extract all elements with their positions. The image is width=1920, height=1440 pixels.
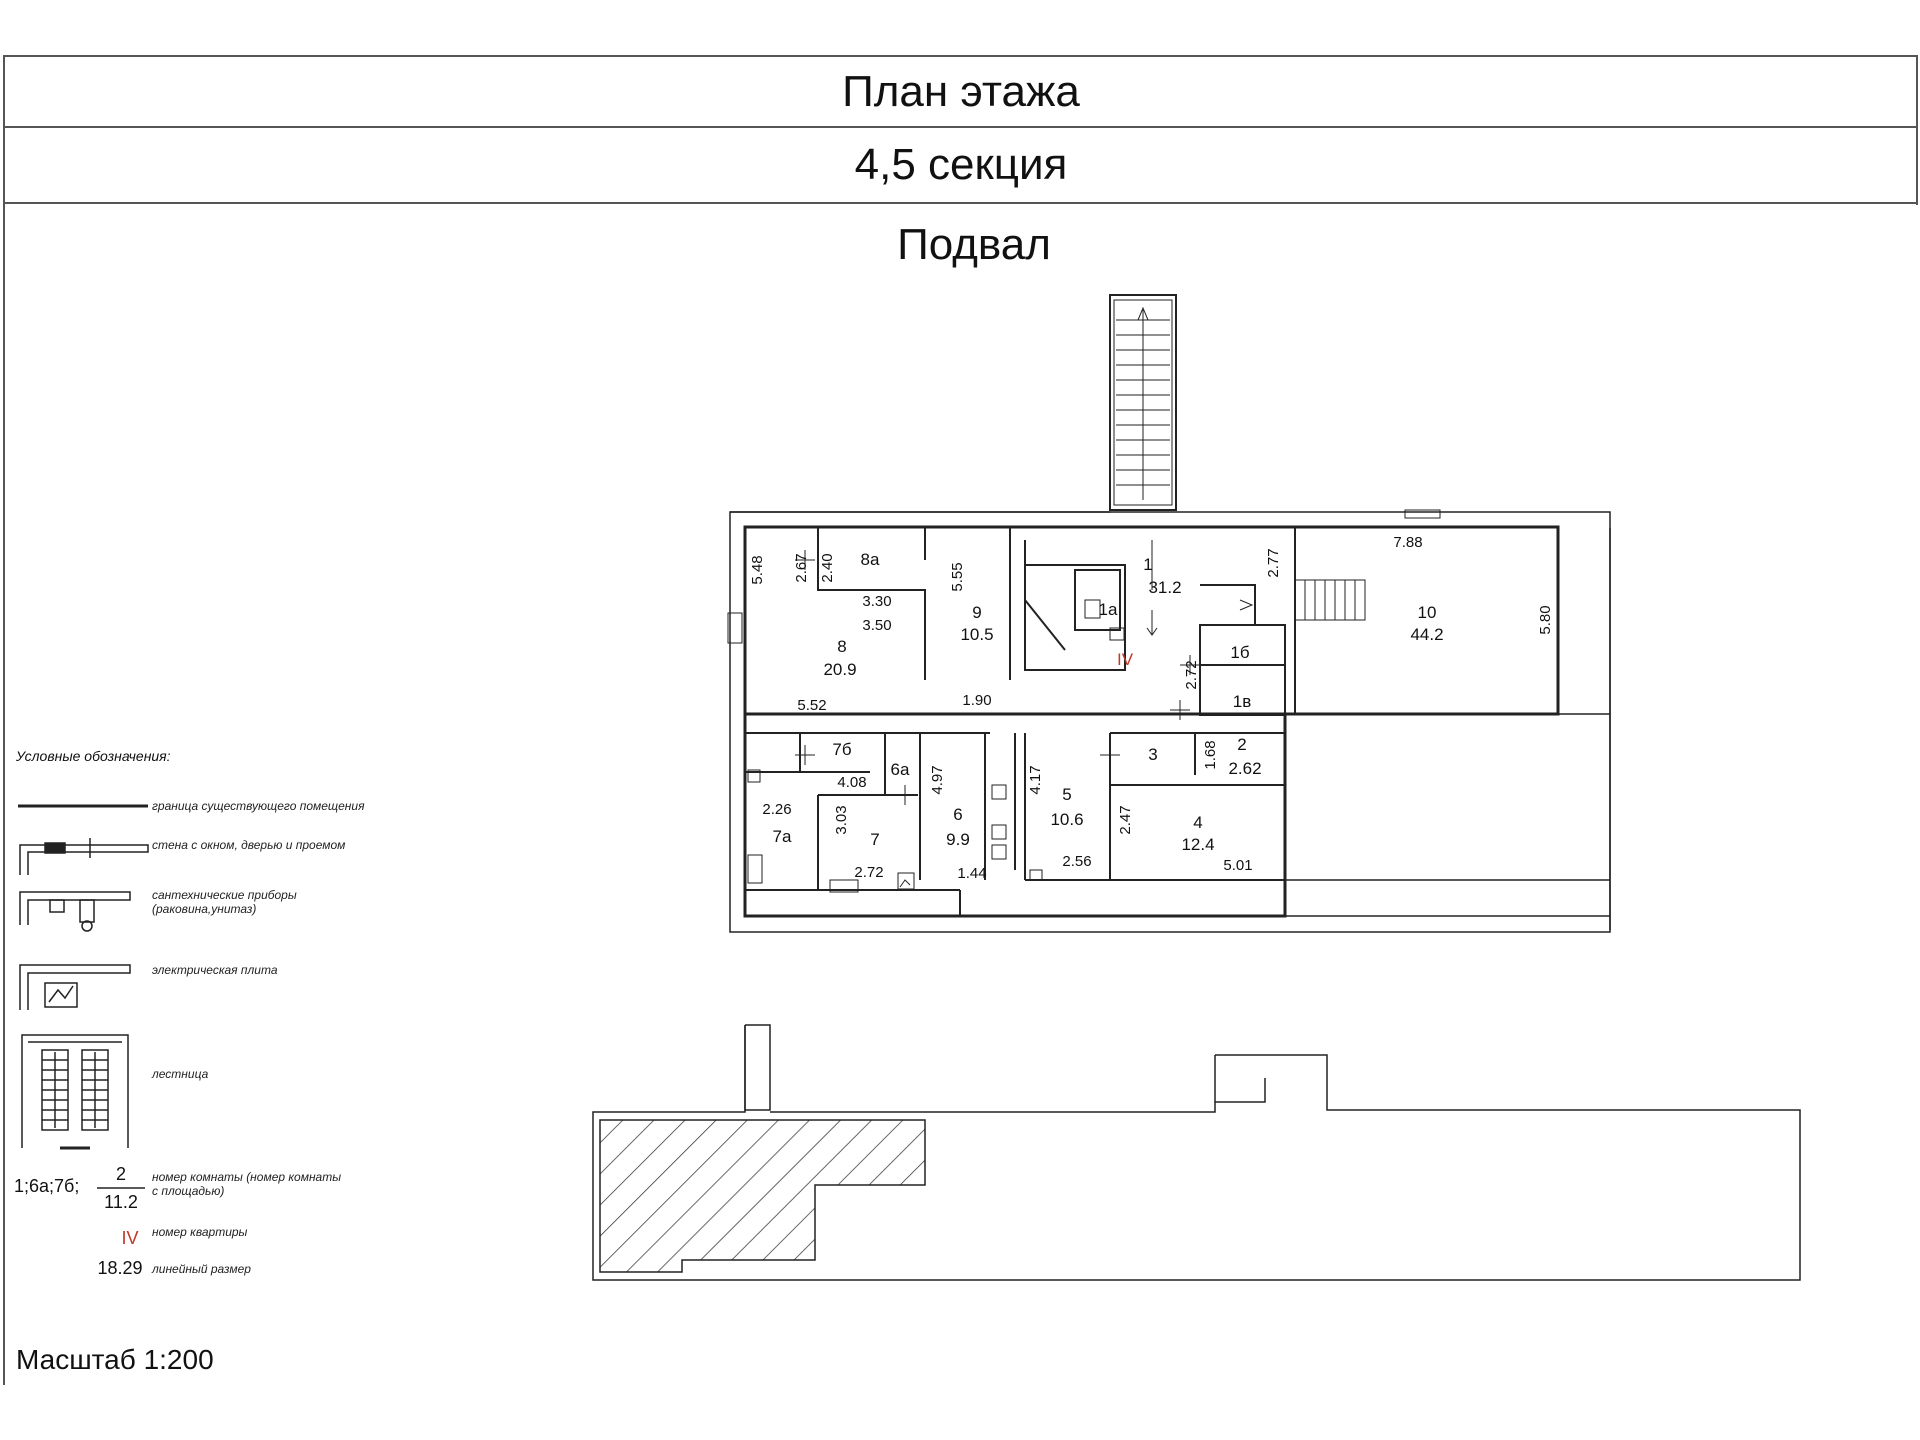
legend-wall-symbol (19, 844, 149, 875)
room-label: 8 (837, 637, 846, 656)
legend-dim-text: линейный размер (152, 1262, 251, 1276)
room-label: 10 (1418, 603, 1437, 622)
room-label: 7а (773, 827, 792, 846)
legend-room-sample-ids: 1;6а;7б; (14, 1176, 79, 1196)
legend-room-sample-num: 2 (116, 1164, 126, 1184)
dimension: 5.80 (1537, 605, 1554, 634)
legend-stove-text: электрическая плита (152, 963, 278, 977)
room-area: 31.2 (1148, 578, 1181, 597)
room-label: 1б (1230, 643, 1249, 662)
legend-apartment-sample: IV (121, 1228, 138, 1248)
hatched-area (599, 1119, 926, 1273)
apartment-number: IV (1117, 650, 1134, 669)
legend-room-sample-area: 11.2 (104, 1192, 138, 1212)
dimension: 4.97 (929, 765, 946, 794)
dimension: 1.68 (1202, 740, 1219, 769)
legend-line-text: граница существующего помещения (152, 799, 365, 813)
dimension: 1.44 (957, 865, 986, 882)
section-title: 4,5 секция (4, 126, 1918, 204)
legend-room-text: номер комнаты (номер комнаты с площадью) (152, 1170, 342, 1198)
dimension: 2.77 (1265, 548, 1282, 577)
room-label: 3 (1148, 745, 1157, 764)
legend-stairs-symbol (21, 1034, 129, 1150)
room-label: 7 (870, 830, 879, 849)
dimension: 5.48 (749, 555, 766, 584)
room-area: 12.4 (1181, 835, 1214, 854)
dimension: 2.67 (793, 553, 810, 582)
dimension: 2.72 (854, 864, 883, 881)
room-label: 6а (891, 760, 910, 779)
legend-dim-sample: 18.29 (97, 1258, 142, 1278)
frame-left (3, 55, 5, 1385)
dimension: 2.26 (762, 801, 791, 818)
plan-title: План этажа (4, 55, 1918, 127)
dimension: 4.17 (1027, 765, 1044, 794)
dimension: 3.30 (862, 593, 891, 610)
dimension: 2.72 (1183, 660, 1200, 689)
legend-plumbing-symbol (19, 891, 131, 925)
dimension: 2.47 (1117, 805, 1134, 834)
room-area: 44.2 (1410, 625, 1443, 644)
stair-shaft (1109, 294, 1177, 511)
dimension: 1.90 (962, 692, 991, 709)
room-area: 2.62 (1228, 759, 1261, 778)
dimension: 2.40 (819, 553, 836, 582)
scale-label: Масштаб 1:200 (16, 1344, 214, 1375)
legend-apartment-text: номер квартиры (152, 1225, 248, 1239)
room-label: 5 (1062, 785, 1071, 804)
room-area: 10.5 (960, 625, 993, 644)
legend-wall-text: стена с окном, дверью и проемом (152, 838, 346, 852)
legend-stove-symbol (19, 964, 131, 1010)
dimension: 7.88 (1393, 534, 1422, 551)
room-label: 9 (972, 603, 981, 622)
dimension: 3.50 (862, 617, 891, 634)
room-label: 1в (1233, 692, 1252, 711)
dimension: 5.01 (1223, 857, 1252, 874)
dimension: 5.52 (797, 697, 826, 714)
room-label: 6 (953, 805, 962, 824)
room-label: 4 (1193, 813, 1202, 832)
room-label: 8а (861, 550, 880, 569)
room-label: 2 (1237, 735, 1246, 754)
dimension: 3.03 (833, 805, 850, 834)
room-area: 9.9 (946, 830, 970, 849)
room-label: 7б (832, 740, 851, 759)
dimension: 4.08 (837, 774, 866, 791)
room-area: 10.6 (1050, 810, 1083, 829)
legend-stairs-text: лестница (152, 1067, 209, 1081)
legend-title: Условные обозначения: (16, 748, 171, 764)
floor-name: Подвал (897, 220, 1051, 269)
room-label: 1а (1099, 600, 1118, 619)
dimension: 2.56 (1062, 853, 1091, 870)
room-area: 20.9 (823, 660, 856, 679)
dimension: 5.55 (949, 562, 966, 591)
room-label: 1 (1143, 555, 1152, 574)
legend-plumbing-text: сантехнические приборы (раковина,унитаз) (152, 888, 297, 916)
frame-right (1916, 55, 1918, 205)
